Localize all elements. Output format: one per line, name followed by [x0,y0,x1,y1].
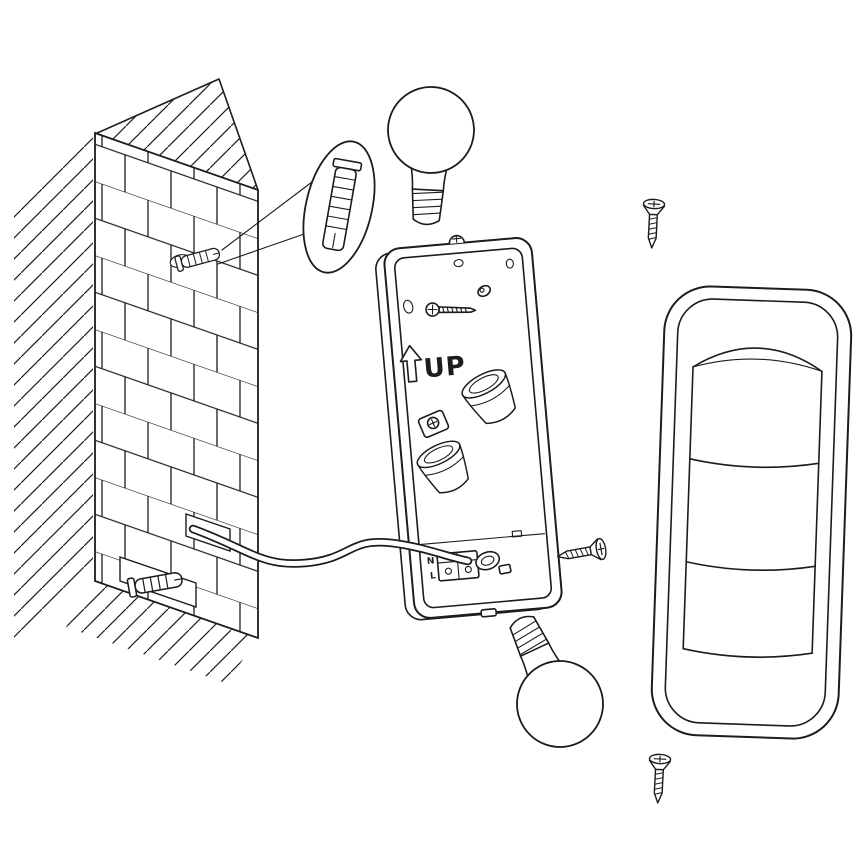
cable-grommet [475,550,501,571]
up-arrow-icon [399,344,423,383]
plate-hole-top [453,259,464,268]
wood-screw-upper [640,198,666,250]
cover-screw-cross-icon [451,234,461,243]
cover-inner-rim [664,298,839,727]
wall-plug-detail-magnified [217,140,376,274]
keyhole-slot [477,284,492,298]
plate-hole-left [402,299,414,314]
magnifier-leader-lines [217,181,313,265]
plate-bottom-tab [480,608,498,618]
housing-cover [650,285,853,740]
plate-inner-wall [394,247,553,609]
plate-hole-top-right [505,258,514,269]
cable-core [190,526,471,567]
wall-plug-enlarged [322,157,363,252]
wall-hatch-bottom [66,579,257,684]
strain-relief-block [498,563,512,575]
wall-hatch-left [14,136,93,640]
cover-backplate [650,285,853,740]
socket-bracket [417,409,450,439]
terminal-label-n: N [427,556,435,567]
brick-wall [14,78,259,684]
wall-hatch-top [95,79,258,190]
terminal-label-l: L [430,571,437,581]
keyhole-center [479,287,485,293]
plate-shelf-line [420,533,546,546]
wood-screw-middle [555,537,609,568]
light-bulb-lower [480,599,619,763]
cover-band-divider-lower [685,560,816,572]
cover-band-divider-upper [689,458,820,469]
adjustment-screw [425,302,477,317]
light-bulb-upper [382,83,478,228]
mounting-plate: UP N L [375,234,563,621]
cover-side-lines [682,366,823,655]
wood-screw-lower [646,753,672,805]
cover-bottom-edge [682,647,813,658]
wall-top-edge [94,78,259,191]
mains-cable [188,524,473,568]
cover-top-front-edge [692,358,823,372]
plate-clip [511,530,523,538]
up-label: UP [422,351,467,385]
cover-top-arc [692,347,823,373]
cover-front-cylinder [682,347,823,658]
